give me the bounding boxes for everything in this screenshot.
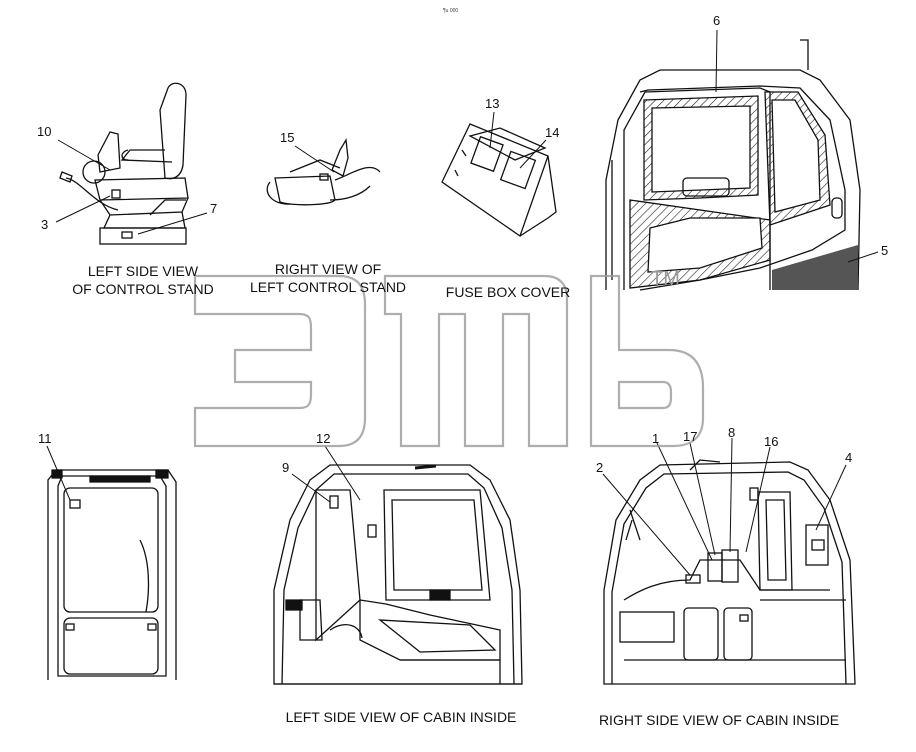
callout-8: 8 [728,425,736,440]
cabin-left-inside-drawing [273,464,523,685]
callout-1: 1 [652,431,660,446]
callout-2: 2 [596,460,604,475]
callout-12: 12 [316,431,331,446]
caption-control-stand-right-line1: RIGHT VIEW OF [274,261,382,277]
caption-control-stand-left: LEFT SIDE VIEW OF CONTROL STAND [68,262,218,298]
watermark-tm: TM [651,268,680,290]
callout-16: 16 [764,434,779,449]
callout-15: 15 [280,130,295,145]
callout-4: 4 [845,450,853,465]
callout-6: 6 [713,13,721,28]
fuse-box-drawing [441,123,557,238]
callout-10: 10 [37,124,52,139]
caption-control-stand-left-line2: OF CONTROL STAND [72,281,214,297]
header-mark: ¶u 000 [443,8,458,14]
callout-13: 13 [485,96,500,111]
callout-7: 7 [210,201,218,216]
callout-9: 9 [282,460,290,475]
seat-drawing [59,82,189,245]
callout-5: 5 [881,243,889,258]
control-stand-drawing [266,138,381,206]
callout-14: 14 [545,125,560,140]
callout-11: 11 [38,431,52,446]
cabin-rear-frame-drawing [47,469,177,680]
caption-control-stand-right-line2: LEFT CONTROL STAND [249,279,407,295]
caption-control-stand-left-line1: LEFT SIDE VIEW [87,263,199,279]
leader-lines [46,29,879,576]
cabin-right-inside-drawing [603,459,856,685]
caption-cabin-right-inside: RIGHT SIDE VIEW OF CABIN INSIDE [598,712,840,728]
cabin-exterior-drawing [605,39,861,291]
caption-fuse-box: FUSE BOX COVER [445,284,571,300]
caption-cabin-left-inside: LEFT SIDE VIEW OF CABIN INSIDE [285,709,517,725]
caption-control-stand-right: RIGHT VIEW OF LEFT CONTROL STAND [240,260,416,296]
callout-3: 3 [41,217,49,232]
callout-17: 17 [683,429,698,444]
